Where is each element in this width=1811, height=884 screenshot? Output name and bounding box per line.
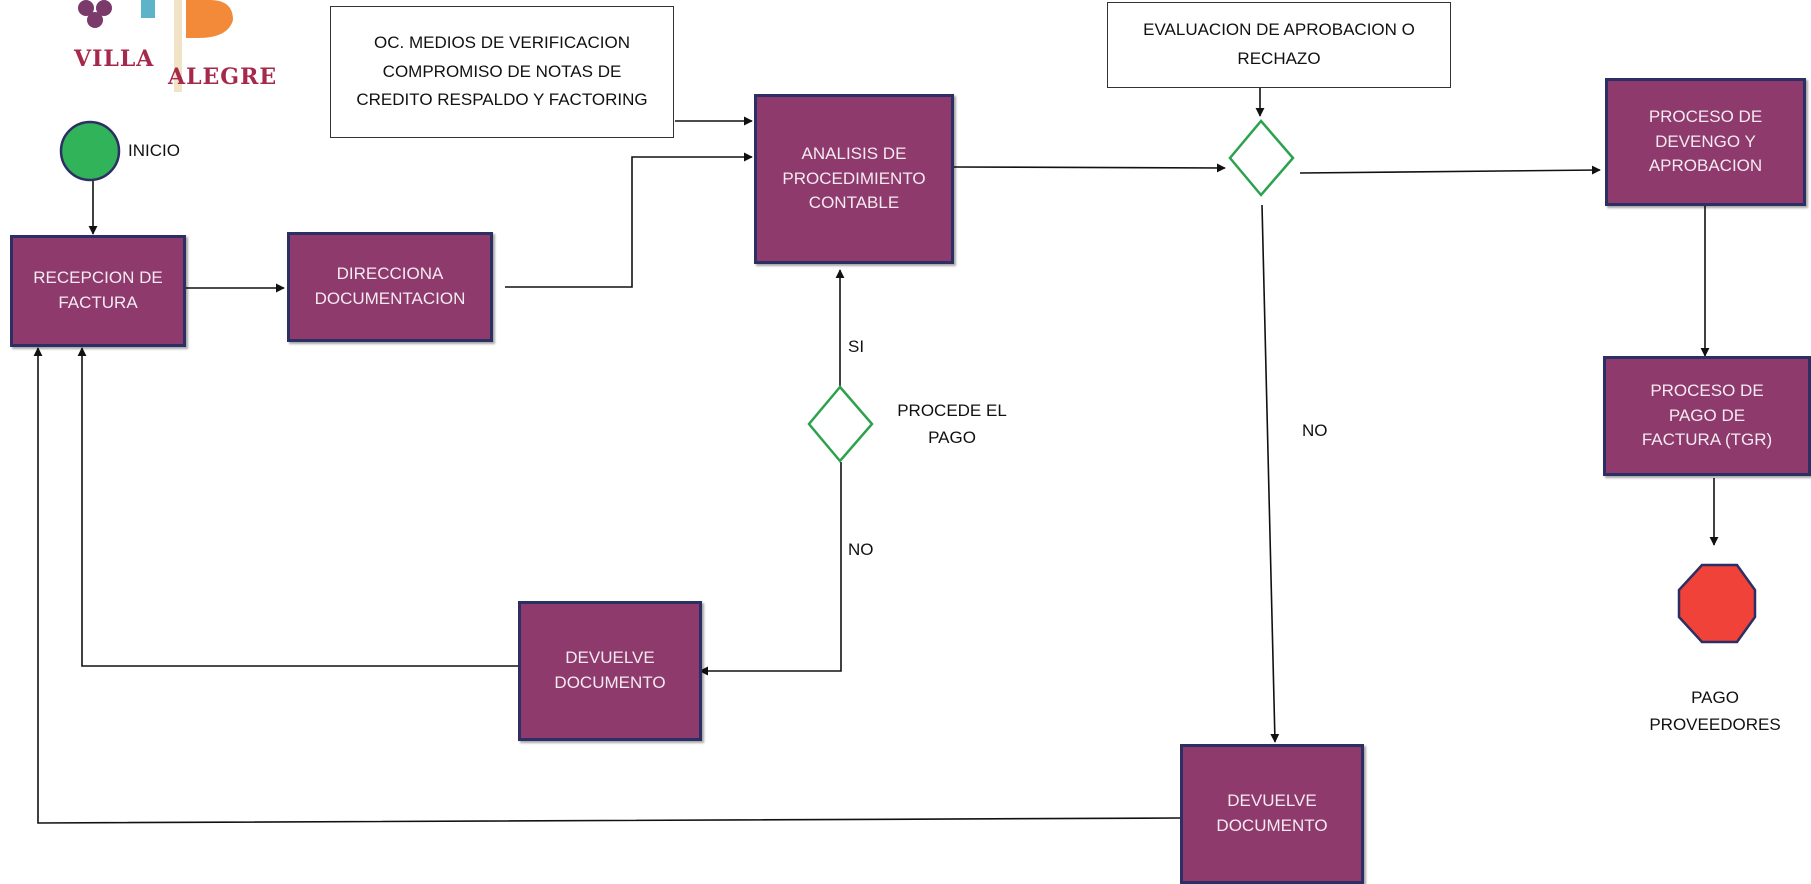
logo-graphic	[78, 0, 233, 92]
decision-procede-pago-label: PROCEDE EL PAGO	[882, 397, 1022, 451]
decision-procede-pago-no-label: NO	[848, 540, 874, 559]
arrow-direcciona-to-analisis	[505, 152, 753, 288]
note-verificacion: OC. MEDIOS DE VERIFICACION COMPROMISO DE…	[330, 6, 674, 138]
process-recepcion-line1: RECEPCION DE	[33, 268, 163, 288]
decision-procede-pago-yes-label: SI	[848, 337, 865, 356]
process-devuelve2-line2: DOCUMENTO	[1216, 816, 1328, 835]
process-pago-factura-line3: FACTURA (TGR)	[1641, 430, 1773, 450]
start-node	[59, 120, 121, 182]
arrow-decision-to-devengo	[1299, 165, 1601, 175]
process-analisis-procedimiento: ANALISIS DE PROCEDIMIENTO CONTABLE	[754, 94, 954, 264]
process-pago-factura-line1: PROCESO DE	[1650, 381, 1764, 401]
process-pago-factura-line2: PAGO DE	[1668, 405, 1746, 425]
decision-aprobacion	[1228, 119, 1295, 197]
process-devuelve1-line2: DOCUMENTO	[554, 673, 666, 692]
arrow-decision-no-to-devuelve2	[1261, 204, 1280, 743]
end-label-line1: PAGO	[1691, 688, 1739, 707]
note-verificacion-line1: OC. MEDIOS DE VERIFICACION	[374, 32, 630, 52]
note-evaluacion-line2: RECHAZO	[1237, 49, 1321, 68]
process-pago-factura: PROCESO DE PAGO DE FACTURA (TGR)	[1603, 356, 1811, 476]
end-node	[1677, 563, 1757, 644]
note-verificacion-line2: COMPROMISO DE NOTAS DE	[382, 61, 622, 81]
process-analisis-line2: PROCEDIMIENTO	[782, 168, 926, 188]
process-direcciona-documentacion: DIRECCIONA DOCUMENTACION	[287, 232, 493, 342]
logo-text-alegre: ALEGRE	[168, 64, 278, 90]
process-direcciona-line1: DIRECCIONA	[336, 264, 444, 284]
note-evaluacion-line1: EVALUACION DE APROBACION O	[1143, 20, 1415, 40]
process-devuelve2-line1: DEVUELVE	[1227, 791, 1317, 811]
process-recepcion-factura: RECEPCION DE FACTURA	[10, 235, 186, 347]
decision-procede-pago-label-line1: PROCEDE EL	[897, 401, 1007, 420]
process-devengo-aprobacion: PROCESO DE DEVENGO Y APROBACION	[1605, 78, 1806, 206]
process-devengo-line2: DEVENGO Y	[1655, 131, 1756, 151]
process-analisis-line3: CONTABLE	[808, 193, 900, 213]
logo: VILLA ALEGRE	[68, 0, 276, 92]
start-label: INICIO	[128, 141, 180, 160]
process-recepcion-line2: FACTURA	[58, 293, 138, 312]
arrow-analisis-to-decision	[953, 163, 1226, 173]
process-analisis-line1: ANALISIS DE	[801, 144, 907, 164]
process-devuelve-documento-2: DEVUELVE DOCUMENTO	[1180, 744, 1364, 884]
decision-procede-pago	[807, 385, 874, 463]
arrow-devuelve2-to-recepcion	[33, 347, 1181, 824]
end-label-line2: PROVEEDORES	[1649, 715, 1781, 735]
process-devengo-line3: APROBACION	[1648, 156, 1763, 176]
note-evaluacion: EVALUACION DE APROBACION O RECHAZO	[1107, 2, 1451, 88]
process-devuelve1-line1: DEVUELVE	[565, 648, 655, 668]
note-verificacion-line3: CREDITO RESPALDO Y FACTORING	[356, 90, 648, 110]
logo-text-villa: VILLA	[74, 46, 155, 72]
decision-procede-pago-label-line2: PAGO	[928, 428, 976, 448]
decision-aprobacion-no-label: NO	[1302, 421, 1328, 440]
end-label: PAGO PROVEEDORES	[1640, 684, 1790, 738]
process-devengo-line1: PROCESO DE	[1648, 107, 1763, 127]
arrow-decision-no-to-devuelve	[699, 462, 842, 676]
arrow-devuelve-to-recepcion	[77, 347, 518, 667]
process-direcciona-line2: DOCUMENTACION	[314, 289, 466, 308]
process-devuelve-documento-1: DEVUELVE DOCUMENTO	[518, 601, 702, 741]
